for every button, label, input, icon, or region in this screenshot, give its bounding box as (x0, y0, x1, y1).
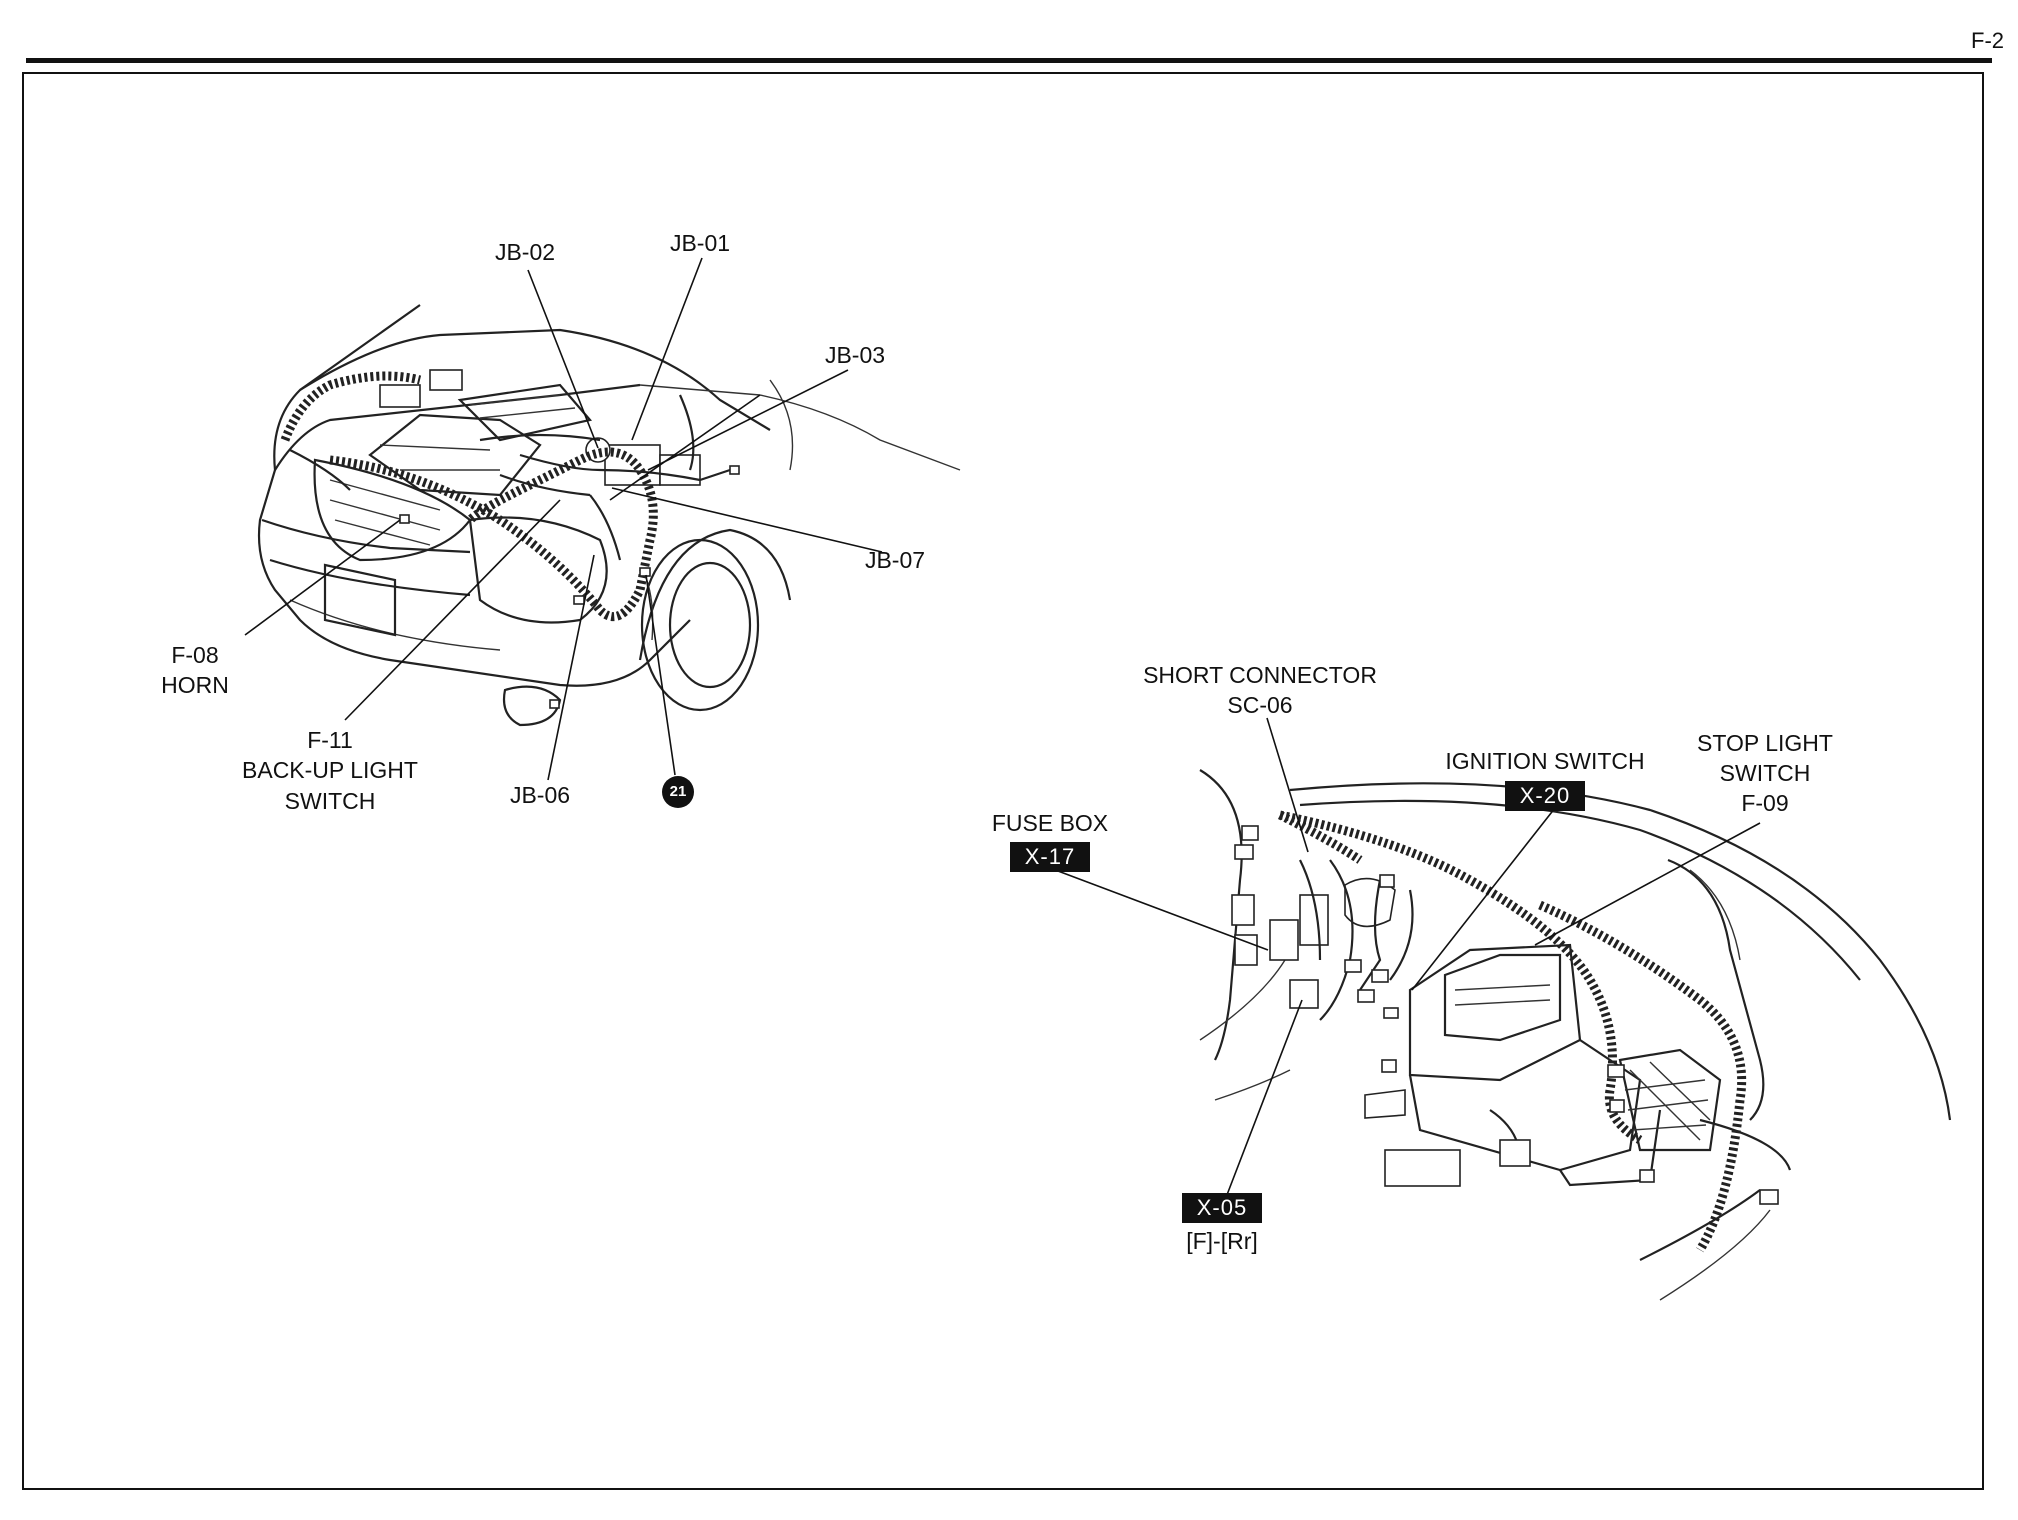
label-f-09: F-09 (1741, 790, 1789, 816)
label-sc-06: SC-06 (1227, 692, 1293, 718)
engine-compartment-drawing (257, 304, 961, 727)
label-horn: HORN (161, 672, 229, 698)
label-stop-light: STOP LIGHT (1697, 730, 1833, 756)
label-stop-switch: SWITCH (1719, 760, 1811, 786)
dash-leader-lines (1049, 717, 1761, 1201)
ground-point-badge: 21 (662, 776, 694, 808)
engine-leader-lines (244, 257, 883, 781)
label-switch: SWITCH (284, 788, 376, 814)
label-jb-07: JB-07 (864, 547, 926, 573)
instrument-panel-drawing (1199, 769, 1952, 1301)
label-jb-01: JB-01 (669, 230, 731, 256)
label-f-11: F-11 (307, 727, 353, 753)
label-jb-03: JB-03 (824, 342, 886, 368)
code-box-x-05: X-05 (1182, 1193, 1262, 1223)
label-jb-02: JB-02 (494, 239, 556, 265)
label-short-connector: SHORT CONNECTOR (1143, 662, 1377, 688)
code-box-x-17: X-17 (1010, 842, 1090, 872)
label-jb-06: JB-06 (509, 782, 571, 808)
label-back-up-light: BACK-UP LIGHT (242, 757, 418, 783)
label-f-08: F-08 (171, 642, 219, 668)
label-ignition-switch: IGNITION SWITCH (1445, 748, 1645, 774)
diagram-frame (22, 72, 1984, 1490)
label-fuse-box: FUSE BOX (991, 810, 1109, 836)
label-f-rr: [F]-[Rr] (1186, 1228, 1258, 1254)
header-rule (26, 58, 1992, 63)
code-box-x-20: X-20 (1505, 781, 1585, 811)
page-number: F-2 (1971, 28, 2004, 53)
